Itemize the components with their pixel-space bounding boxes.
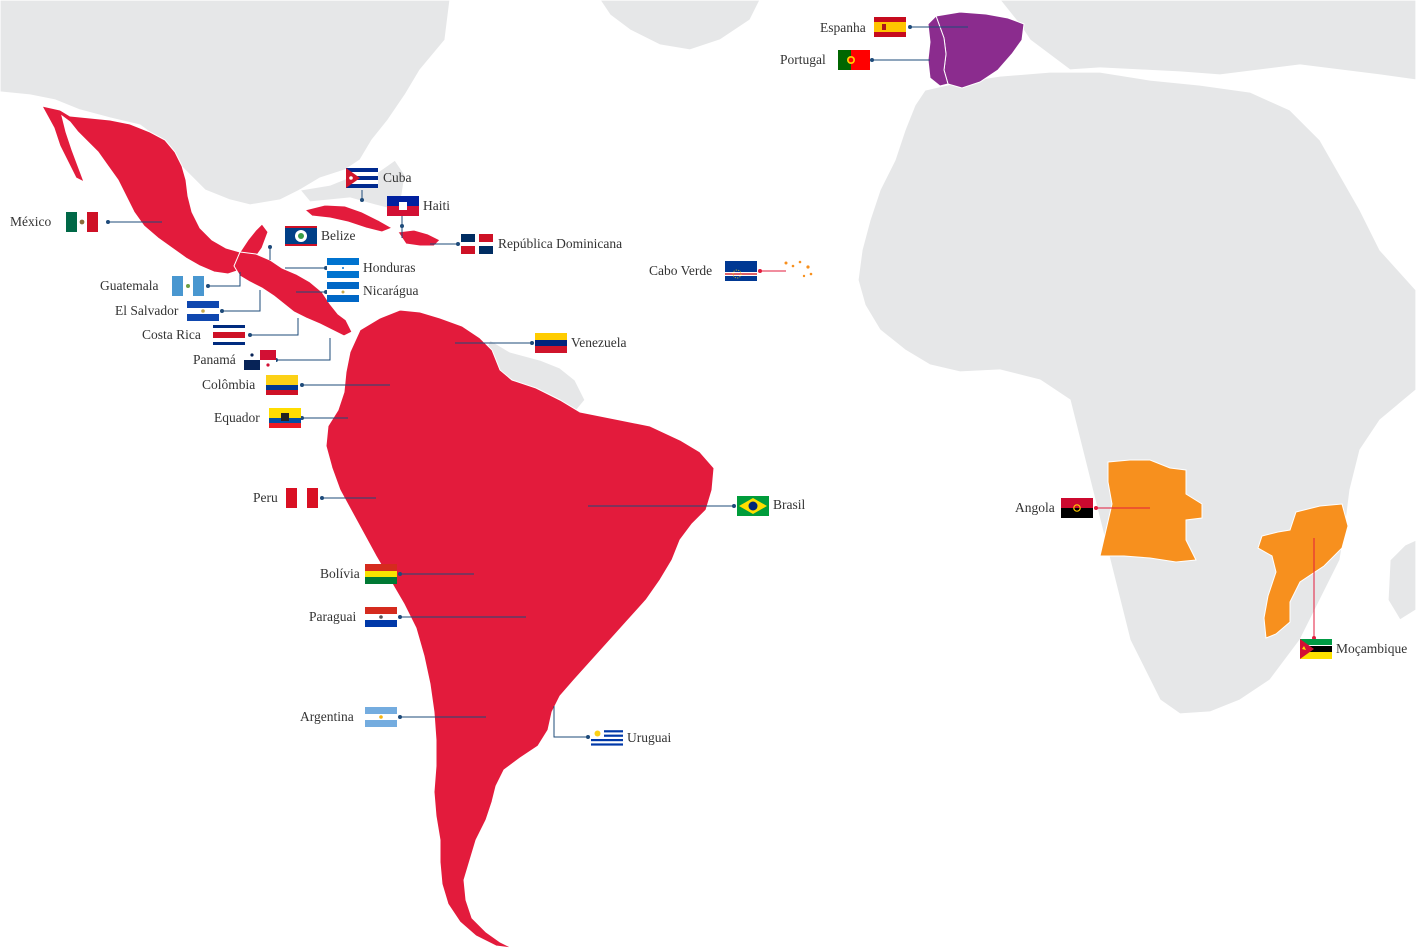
cabo-verde-islands bbox=[784, 260, 813, 278]
nicaragua-flag-icon bbox=[327, 282, 359, 302]
label-mocambique: Moçambique bbox=[1336, 641, 1408, 656]
label-bolivia: Bolívia bbox=[320, 566, 360, 581]
mozambique-shape bbox=[1257, 503, 1349, 639]
portugal-shape bbox=[927, 15, 949, 87]
mexico-shape bbox=[41, 105, 269, 275]
europe-land bbox=[999, 0, 1416, 81]
argentina-flag-icon bbox=[365, 707, 397, 727]
label-portugal: Portugal bbox=[780, 52, 826, 67]
elsalvador-flag-icon bbox=[187, 301, 219, 321]
iberia bbox=[927, 11, 1025, 89]
label-panama: Panamá bbox=[193, 352, 236, 367]
label-caboverde: Cabo Verde bbox=[649, 263, 713, 278]
brasil-flag-icon bbox=[737, 496, 769, 516]
peru-flag-icon bbox=[286, 488, 318, 508]
costarica-flag-icon bbox=[213, 325, 245, 345]
panama-flag-icon bbox=[244, 350, 276, 370]
label-nicaragua: Nicarágua bbox=[363, 283, 419, 298]
label-brasil: Brasil bbox=[773, 497, 806, 512]
equador-flag-icon bbox=[269, 408, 301, 428]
caboverde-flag-icon bbox=[725, 261, 757, 281]
colombia-flag-icon bbox=[266, 375, 298, 395]
central-america-shape bbox=[233, 251, 353, 337]
greenland-land bbox=[599, 0, 761, 51]
spanish-speaking-americas bbox=[41, 105, 715, 949]
guatemala-flag-icon bbox=[172, 276, 204, 296]
portuguese-africa bbox=[1099, 459, 1349, 639]
espanha-flag-icon bbox=[874, 17, 906, 37]
mexico-flag-icon bbox=[66, 212, 98, 232]
leader-lines-africa bbox=[760, 270, 1315, 638]
label-costarica: Costa Rica bbox=[142, 327, 201, 342]
honduras-flag-icon bbox=[327, 258, 359, 278]
south-america-shape bbox=[325, 309, 715, 949]
label-dominicana: República Dominicana bbox=[498, 236, 623, 251]
label-colombia: Colômbia bbox=[202, 377, 256, 392]
leader-lines-iberia bbox=[872, 26, 968, 61]
bolivia-flag-icon bbox=[365, 564, 397, 584]
label-honduras: Honduras bbox=[363, 260, 416, 275]
mocambique-flag-icon bbox=[1300, 639, 1332, 659]
label-elsalvador: El Salvador bbox=[115, 303, 179, 318]
hispaniola-shape bbox=[397, 229, 441, 247]
label-peru: Peru bbox=[253, 490, 278, 505]
venezuela-flag-icon bbox=[535, 333, 567, 353]
label-uruguai: Uruguai bbox=[627, 730, 672, 745]
africa-land bbox=[857, 71, 1416, 715]
label-venezuela: Venezuela bbox=[571, 335, 627, 350]
label-guatemala: Guatemala bbox=[100, 278, 159, 293]
label-belize: Belize bbox=[321, 228, 356, 243]
label-argentina: Argentina bbox=[300, 709, 354, 724]
label-angola: Angola bbox=[1015, 500, 1055, 515]
dominicana-flag-icon bbox=[461, 234, 493, 254]
angola-shape bbox=[1099, 459, 1203, 563]
uruguai-flag-icon bbox=[591, 728, 623, 748]
portugal-flag-icon bbox=[838, 50, 870, 70]
label-cuba: Cuba bbox=[383, 170, 412, 185]
label-paraguai: Paraguai bbox=[309, 609, 357, 624]
north-america-land bbox=[0, 0, 451, 206]
label-espanha: Espanha bbox=[820, 20, 866, 35]
paraguai-flag-icon bbox=[365, 607, 397, 627]
madagascar-land bbox=[1387, 539, 1416, 621]
angola-flag-icon bbox=[1061, 498, 1093, 518]
label-haiti: Haiti bbox=[423, 198, 450, 213]
haiti-flag-icon bbox=[387, 196, 419, 216]
cuba-shape bbox=[303, 204, 394, 233]
label-mexico: México bbox=[10, 214, 52, 229]
label-equador: Equador bbox=[214, 410, 260, 425]
cuba-flag-icon bbox=[346, 168, 378, 188]
belize-flag-icon bbox=[285, 226, 317, 246]
leader-lines bbox=[108, 190, 734, 738]
